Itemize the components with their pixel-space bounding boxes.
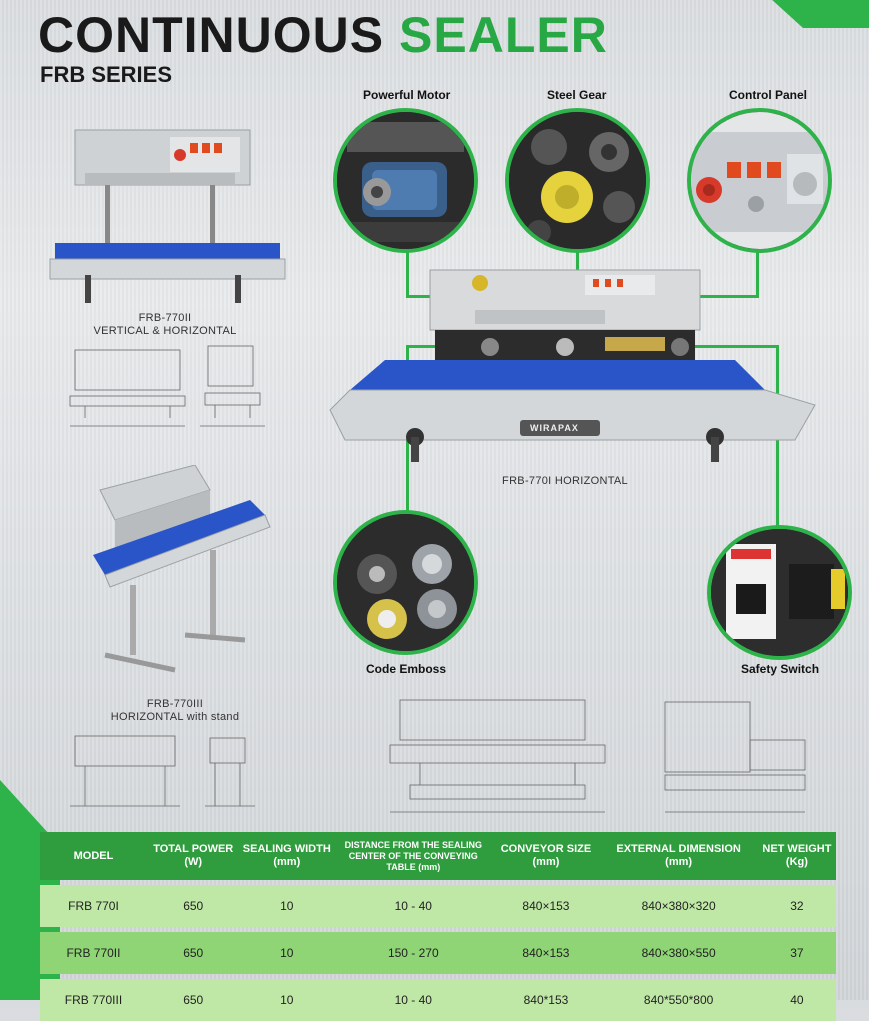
label-safety-switch: Safety Switch — [741, 662, 820, 676]
connector-line — [776, 345, 779, 540]
frb-770i-side-drawing — [664, 701, 806, 813]
cell-power: 650 — [146, 885, 240, 927]
label-control-panel: Control Panel — [729, 88, 808, 102]
connector-line — [690, 345, 779, 348]
motor-icon — [337, 112, 474, 249]
cell-model: FRB 770II — [40, 932, 147, 974]
cell-sealing-width: 10 — [239, 885, 335, 927]
cell-sealing-width: 10 — [239, 979, 335, 1021]
cell-model: FRB 770I — [40, 885, 147, 927]
series-subtitle: FRB SERIES — [40, 62, 173, 87]
frb-770i-machine-image — [329, 269, 816, 462]
control-panel-icon — [691, 112, 828, 249]
header-distance: DISTANCE FROM THE SEALING CENTER OF THE … — [334, 832, 493, 880]
table-row: FRB 770II 650 10 150 - 270 840×153 840×3… — [40, 932, 836, 974]
cell-model: FRB 770III — [40, 979, 147, 1021]
cell-external-dimension: 840*550*800 — [599, 979, 758, 1021]
title-part-1: CONTINUOUS — [38, 7, 385, 63]
title-part-2: SEALER — [399, 7, 608, 63]
caption-frb-770iii-model: FRB-770III — [146, 698, 204, 710]
cell-distance: 10 - 40 — [334, 885, 493, 927]
cell-distance: 150 - 270 — [334, 932, 493, 974]
cell-power: 650 — [146, 979, 240, 1021]
caption-frb-770i: FRB-770I HORIZONTAL — [502, 475, 628, 487]
emboss-wheel-icon — [337, 514, 474, 651]
brand-logo-text: WIRAPAX — [530, 423, 579, 433]
connector-line — [406, 250, 409, 298]
header-net-weight: NET WEIGHT (Kg) — [757, 832, 836, 880]
gear-detail-circle — [505, 108, 650, 253]
cell-power: 650 — [146, 932, 240, 974]
label-steel-gear: Steel Gear — [547, 88, 607, 102]
safety-switch-icon — [711, 529, 848, 656]
cell-net-weight: 37 — [757, 932, 836, 974]
emboss-detail-circle — [333, 510, 478, 655]
gear-icon — [509, 112, 646, 249]
table-header-row: MODEL TOTAL POWER (W) SEALING WIDTH (mm)… — [40, 832, 836, 880]
frb-770ii-technical-drawing — [69, 345, 265, 427]
cell-sealing-width: 10 — [239, 932, 335, 974]
cell-net-weight: 32 — [757, 885, 836, 927]
header-model: MODEL — [40, 832, 147, 880]
safety-detail-circle — [707, 525, 852, 660]
cell-net-weight: 40 — [757, 979, 836, 1021]
cell-distance: 10 - 40 — [334, 979, 493, 1021]
header-total-power: TOTAL POWER (W) — [146, 832, 240, 880]
header-sealing-width: SEALING WIDTH (mm) — [239, 832, 335, 880]
frb-770ii-machine-image — [49, 129, 286, 303]
label-code-emboss: Code Emboss — [366, 662, 447, 676]
spec-table: MODEL TOTAL POWER (W) SEALING WIDTH (mm)… — [40, 832, 836, 1021]
label-powerful-motor: Powerful Motor — [363, 88, 451, 102]
cell-conveyor-size: 840*153 — [492, 979, 600, 1021]
connector-line — [406, 345, 446, 348]
header-conveyor-size: CONVEYOR SIZE (mm) — [492, 832, 600, 880]
caption-frb-770ii-desc: VERTICAL & HORIZONTAL — [93, 325, 237, 337]
panel-detail-circle — [687, 108, 832, 253]
frb-770iii-machine-image — [93, 465, 271, 673]
motor-detail-circle — [333, 108, 478, 253]
header-external-dimension: EXTERNAL DIMENSION (mm) — [599, 832, 758, 880]
cell-external-dimension: 840×380×320 — [599, 885, 758, 927]
table-row: FRB 770III 650 10 10 - 40 840*153 840*55… — [40, 979, 836, 1021]
connector-line — [690, 295, 759, 298]
frb-770iii-technical-drawing — [70, 735, 255, 807]
cell-external-dimension: 840×380×550 — [599, 932, 758, 974]
cell-conveyor-size: 840×153 — [492, 885, 600, 927]
table-row: FRB 770I 650 10 10 - 40 840×153 840×380×… — [40, 885, 836, 927]
connector-line — [756, 250, 759, 298]
cell-conveyor-size: 840×153 — [492, 932, 600, 974]
caption-frb-770iii-desc: HORIZONTAL with stand — [110, 711, 240, 723]
frb-770i-front-drawing — [389, 699, 606, 813]
page-title: CONTINUOUS SEALER — [38, 6, 608, 64]
caption-frb-770ii-model: FRB-770II — [138, 312, 192, 324]
